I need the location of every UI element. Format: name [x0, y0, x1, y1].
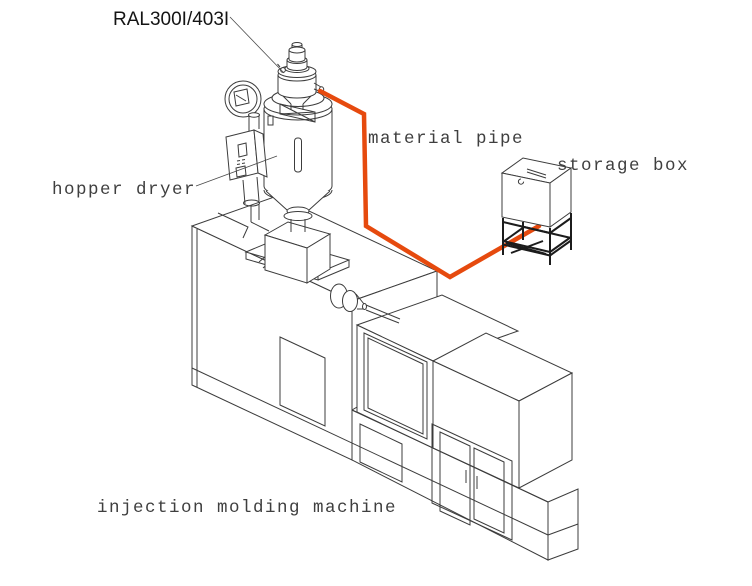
loader-drum: [277, 75, 317, 99]
storage-box-slot: [526, 168, 547, 179]
dryer-sight-glass: [294, 137, 302, 173]
feed-box-front: [264, 234, 308, 284]
door-right: [473, 447, 505, 534]
hopper-dryer-label: hopper dryer: [52, 180, 196, 200]
machine-end-face: [547, 488, 579, 561]
material-pipe-label: material pipe: [368, 129, 524, 149]
gauge-duct-top: [248, 112, 260, 118]
nozzle-disk-2: [342, 290, 358, 312]
barrel-lines: [365, 304, 401, 324]
loader-cone-neck: [282, 95, 312, 110]
storage-stand: [502, 213, 572, 265]
storage-box-side: [549, 167, 572, 228]
door-left: [439, 431, 471, 526]
stand-legs: [502, 213, 572, 262]
storage-box-front: [501, 172, 551, 228]
injection-molding-machine-label: injection molding machine: [97, 498, 397, 518]
nozzle-tip: [362, 303, 367, 310]
door-cabinet: [431, 423, 513, 541]
storage-box-label: storage box: [557, 156, 689, 176]
dryer-collar-flange: [283, 211, 313, 221]
nozzle-assembly: [330, 283, 401, 324]
hopper-mount-platform: [244, 221, 351, 284]
loader-cap-top: [288, 46, 306, 54]
dryer-cone: [265, 190, 331, 211]
blower-inlet: [233, 88, 250, 107]
leader-hopper-dryer: [195, 155, 278, 187]
panel-tall: [279, 336, 326, 427]
stand-feet: [502, 247, 572, 265]
storage-box-latch: [517, 178, 525, 185]
control-main-button: [235, 165, 247, 178]
door-handles: [465, 470, 478, 489]
gauge-duct: [248, 115, 260, 131]
machine-skirt: [191, 367, 579, 536]
door-frame: [431, 423, 513, 541]
dryer-small-slot: [267, 115, 274, 126]
dryer-controls: [224, 80, 268, 207]
housing-top-notch: [217, 212, 249, 239]
loader-knob: [291, 42, 303, 47]
control-buttons: [236, 159, 246, 165]
control-box-front: [225, 129, 259, 181]
hopper-loader: [277, 42, 325, 123]
injection-molding-machine: [190, 195, 579, 561]
material-pipe: [317, 88, 542, 280]
dryer-support-bracket: [250, 204, 270, 232]
dryer-neck: [290, 219, 306, 232]
loader-bolt-tick: [277, 63, 281, 68]
leader-model: [229, 16, 285, 74]
model-label: RAL300I/403I: [113, 9, 229, 30]
storage-box: [500, 157, 573, 265]
guard-window-inner: [367, 337, 424, 435]
control-duct-end: [243, 199, 260, 207]
control-duct-lower: [242, 176, 260, 205]
panel-small: [359, 423, 403, 483]
guard-window-outer: [363, 332, 428, 440]
stand-braces: [505, 240, 547, 255]
hopper-dryer: [250, 89, 333, 232]
control-box-side: [253, 129, 268, 178]
control-display: [237, 142, 248, 158]
